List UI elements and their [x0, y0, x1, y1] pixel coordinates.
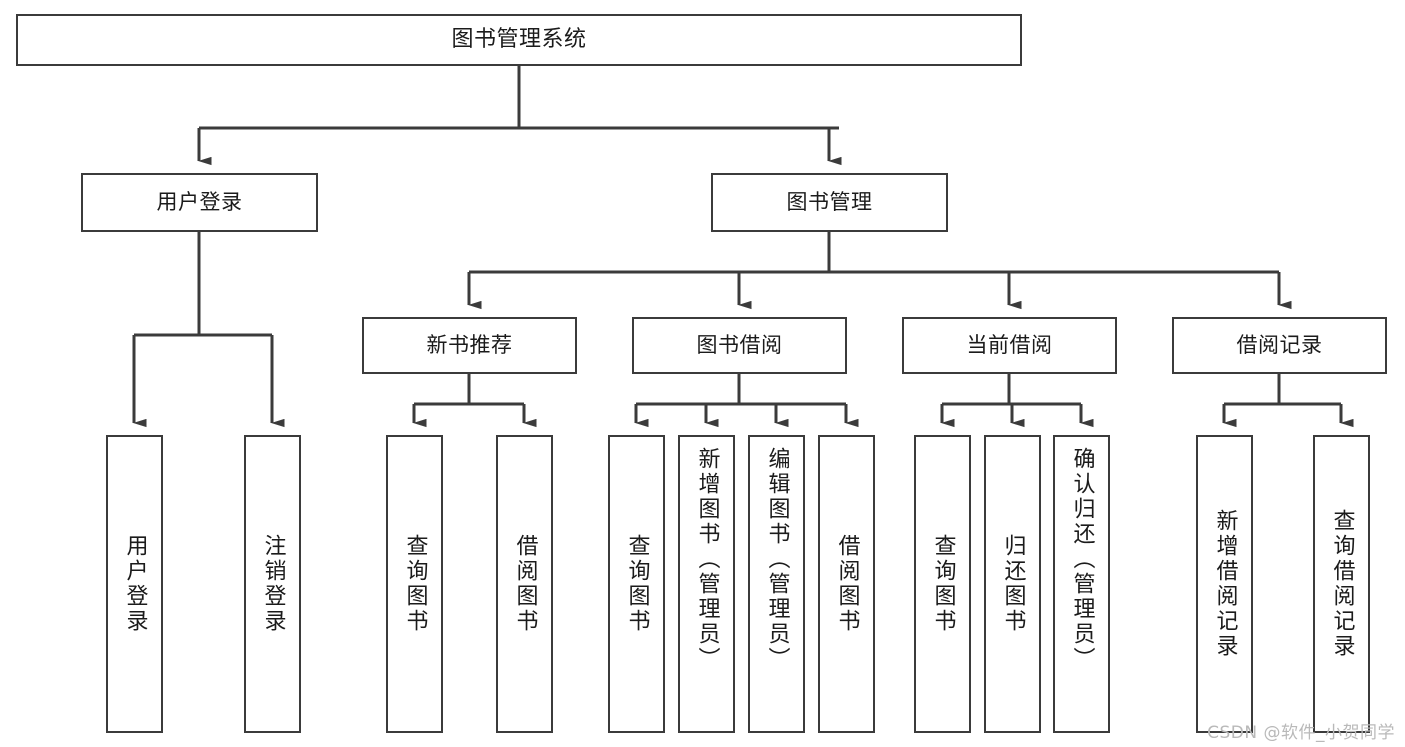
- leaf-borrow-record-query[interactable]: 查询借阅记录: [1313, 435, 1370, 733]
- leaf-new-book-query-label: 查询图书: [402, 534, 428, 634]
- node-new-book-recommend[interactable]: 新书推荐: [362, 317, 577, 374]
- leaf-borrow-record-add-label: 新增借阅记录: [1212, 509, 1238, 659]
- leaf-book-borrow-edit[interactable]: 编辑图书（管理员）: [748, 435, 805, 733]
- leaf-current-borrow-query[interactable]: 查询图书: [914, 435, 971, 733]
- node-borrow-record[interactable]: 借阅记录: [1172, 317, 1387, 374]
- leaf-borrow-record-add[interactable]: 新增借阅记录: [1196, 435, 1253, 733]
- leaf-book-borrow-add-label: 新增图书（管理员）: [694, 447, 720, 672]
- leaf-new-book-query[interactable]: 查询图书: [386, 435, 443, 733]
- node-root-system-label: 图书管理系统: [451, 27, 587, 53]
- leaf-book-borrow-lend[interactable]: 借阅图书: [818, 435, 875, 733]
- leaf-current-borrow-confirm-label: 确认归还（管理员）: [1069, 447, 1095, 672]
- leaf-current-borrow-return-label: 归还图书: [1000, 534, 1026, 634]
- leaf-user-login-signin[interactable]: 用户登录: [106, 435, 163, 733]
- node-book-manage[interactable]: 图书管理: [711, 173, 948, 232]
- leaf-current-borrow-confirm[interactable]: 确认归还（管理员）: [1053, 435, 1110, 733]
- leaf-current-borrow-query-label: 查询图书: [930, 534, 956, 634]
- leaf-book-borrow-edit-label: 编辑图书（管理员）: [764, 447, 790, 672]
- node-book-borrow[interactable]: 图书借阅: [632, 317, 847, 374]
- leaf-current-borrow-return[interactable]: 归还图书: [984, 435, 1041, 733]
- leaf-new-book-borrow[interactable]: 借阅图书: [496, 435, 553, 733]
- node-new-book-recommend-label: 新书推荐: [426, 333, 513, 358]
- leaf-book-borrow-query-label: 查询图书: [624, 534, 650, 634]
- node-borrow-record-label: 借阅记录: [1236, 333, 1323, 358]
- csdn-watermark: CSDN @软件_小贺同学: [1207, 723, 1395, 743]
- node-current-borrow-label: 当前借阅: [966, 333, 1053, 358]
- leaf-user-login-signout-label: 注销登录: [260, 534, 286, 634]
- leaf-user-login-signout[interactable]: 注销登录: [244, 435, 301, 733]
- node-root-system[interactable]: 图书管理系统: [16, 14, 1022, 66]
- node-current-borrow[interactable]: 当前借阅: [902, 317, 1117, 374]
- leaf-book-borrow-query[interactable]: 查询图书: [608, 435, 665, 733]
- leaf-user-login-signin-label: 用户登录: [122, 534, 148, 634]
- leaf-new-book-borrow-label: 借阅图书: [512, 534, 538, 634]
- node-user-login[interactable]: 用户登录: [81, 173, 318, 232]
- leaf-book-borrow-lend-label: 借阅图书: [834, 534, 860, 634]
- node-book-borrow-label: 图书借阅: [696, 333, 783, 358]
- node-user-login-label: 用户登录: [156, 190, 243, 215]
- leaf-book-borrow-add[interactable]: 新增图书（管理员）: [678, 435, 735, 733]
- node-book-manage-label: 图书管理: [786, 190, 873, 215]
- leaf-borrow-record-query-label: 查询借阅记录: [1329, 509, 1355, 659]
